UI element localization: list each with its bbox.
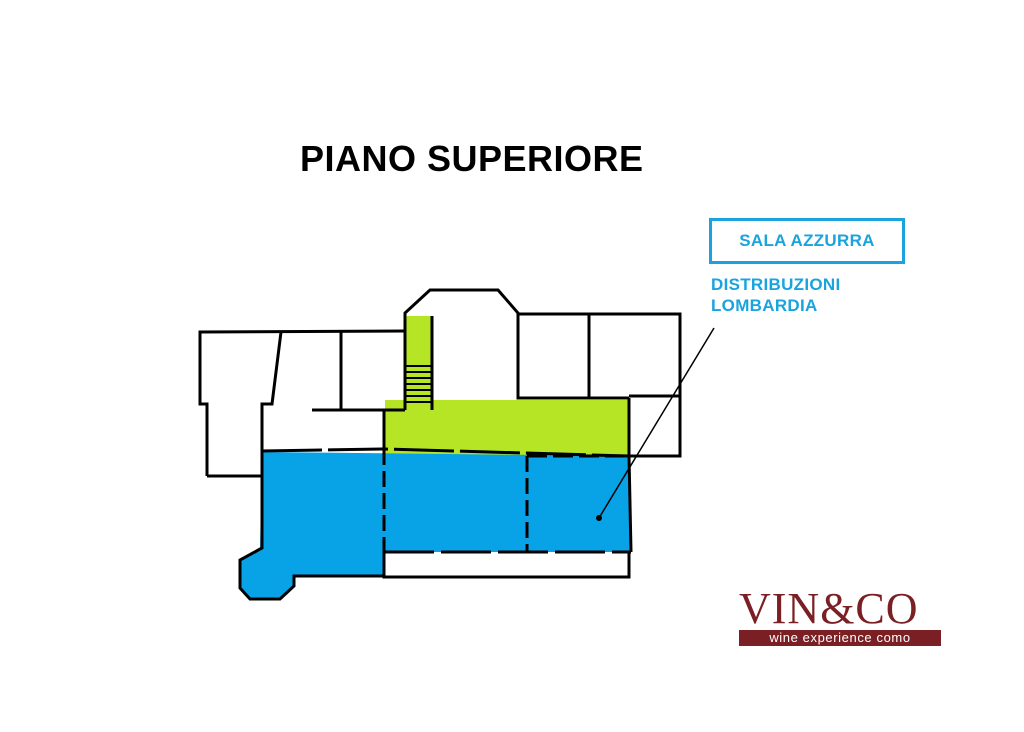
room-name: SALA AZZURRA [739, 231, 875, 250]
room-label-box: SALA AZZURRA [709, 218, 905, 264]
stand-marker [596, 515, 602, 521]
logo-mark: VIN&CO [739, 584, 919, 633]
exhibitor-line-2: LOMBARDIA [711, 296, 818, 315]
sala-azzurra-area [240, 452, 631, 599]
wall-west-wing [198, 329, 406, 476]
logo-tagline: wine experience como [739, 630, 941, 646]
green-area [385, 316, 629, 456]
wall-blue-right [627, 455, 633, 553]
green-stair-strip [406, 316, 432, 410]
vinco-logo: VIN&CO wine experience como [739, 584, 941, 646]
exhibitor-label: DISTRIBUZIONI LOMBARDIA [711, 274, 841, 316]
wall-top-octagon [403, 288, 629, 410]
wall-west-inner-1 [260, 331, 283, 451]
stairs-icon [405, 365, 432, 403]
wall-left-block [238, 451, 384, 601]
wall-bottom-corridor [382, 552, 631, 579]
exhibitor-line-1: DISTRIBUZIONI [711, 275, 841, 294]
walls [198, 288, 682, 601]
leader-line [596, 327, 715, 521]
page-title: PIANO SUPERIORE [300, 138, 644, 179]
